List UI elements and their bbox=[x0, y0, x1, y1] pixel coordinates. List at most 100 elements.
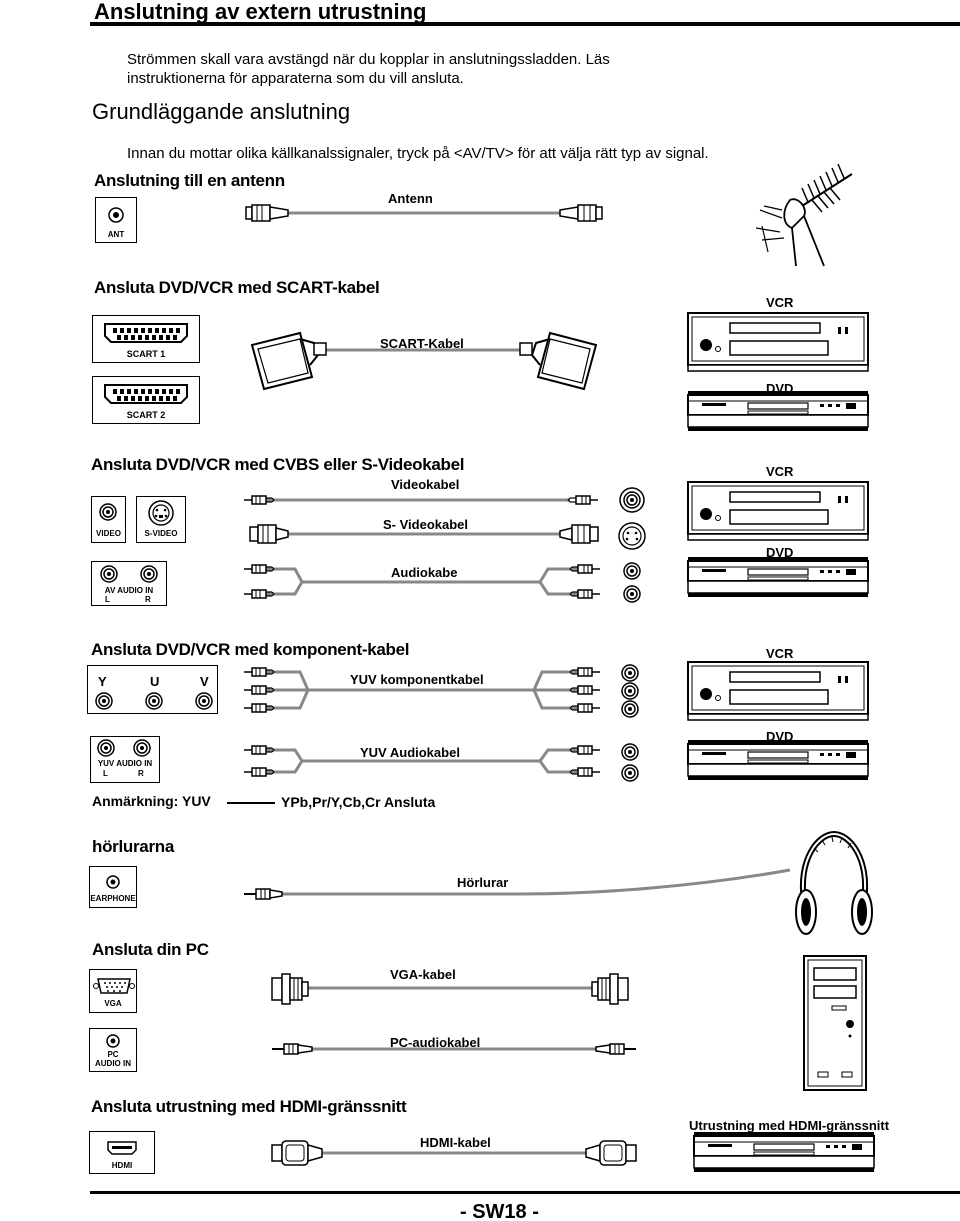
component-vcr-label: VCR bbox=[766, 646, 794, 661]
hdmi-plug-right-icon bbox=[585, 1140, 637, 1166]
scart-plug-left-icon bbox=[250, 331, 327, 391]
yuv-note-line bbox=[227, 802, 275, 804]
mini-plug-icon bbox=[272, 1043, 313, 1055]
device-jacks-icon bbox=[618, 487, 646, 603]
vga-port-panel: VGA bbox=[89, 969, 137, 1013]
intro-line-1: Strömmen skall vara avstängd när du kopp… bbox=[127, 51, 610, 68]
pc-audio-jack-icon bbox=[106, 1034, 120, 1048]
pc-audio-port-panel: PC AUDIO IN bbox=[89, 1028, 137, 1072]
pc-audio-label-2: AUDIO IN bbox=[95, 1059, 131, 1068]
cvbs-vcr-label: VCR bbox=[766, 464, 794, 479]
earphone-jack-icon bbox=[106, 875, 120, 889]
yuv-audio-r: R bbox=[138, 769, 144, 778]
pc-heading: Ansluta din PC bbox=[92, 940, 209, 959]
u-label: U bbox=[150, 674, 160, 689]
page-number: - SW18 - bbox=[460, 1201, 539, 1221]
scart1-port-panel: SCART 1 bbox=[92, 315, 200, 363]
headphones-heading: hörlurarna bbox=[92, 837, 175, 856]
hdmi-cable bbox=[271, 1140, 637, 1166]
antenna-cable-label: Antenn bbox=[388, 191, 433, 206]
svideo-plug-right-icon bbox=[559, 524, 599, 544]
earphone-port-panel: EARPHONE bbox=[89, 866, 137, 908]
hdmi-port-label: HDMI bbox=[111, 1161, 133, 1170]
antenna-icon bbox=[755, 163, 853, 267]
component-heading: Ansluta DVD/VCR med komponent-kabel bbox=[91, 640, 410, 659]
scart1-label: SCART 1 bbox=[126, 349, 166, 359]
cvbs-dvd-label: DVD bbox=[766, 545, 794, 560]
vcr-device-icon bbox=[687, 312, 869, 372]
av-audio-label: AV AUDIO IN bbox=[104, 586, 154, 595]
vcr-device-icon bbox=[687, 661, 869, 721]
vga-port-icon bbox=[93, 978, 135, 994]
svideo-cable-label: S- Videokabel bbox=[383, 517, 469, 532]
vga-plug-left-icon bbox=[271, 973, 309, 1005]
scart-cable-label: SCART-Kabel bbox=[380, 336, 464, 351]
intro-line-2: instruktionerna för apparaterna som du v… bbox=[127, 70, 464, 87]
footer-rule bbox=[90, 1191, 960, 1194]
hdmi-port-icon bbox=[107, 1141, 137, 1155]
video-cable-label: Videokabel bbox=[391, 477, 460, 492]
y-label: Y bbox=[98, 674, 107, 689]
vga-cable-label: VGA-kabel bbox=[390, 967, 456, 982]
audio-cable-label: Audiokabe bbox=[391, 565, 458, 580]
pc-audio-cable-label: PC-audiokabel bbox=[390, 1035, 481, 1050]
component-device-jacks-icon bbox=[621, 664, 639, 782]
scart-vcr-label: VCR bbox=[766, 295, 794, 310]
svideo-jack-icon bbox=[148, 500, 174, 526]
basic-note: Innan du mottar olika källkanalssignaler… bbox=[127, 145, 709, 162]
antenna-heading: Anslutning till en antenn bbox=[94, 171, 285, 190]
title-rule bbox=[90, 22, 960, 26]
mini-plug-icon bbox=[595, 1043, 636, 1055]
scart2-port-panel: SCART 2 bbox=[92, 376, 200, 424]
pc-audio-label-1: PC bbox=[107, 1050, 119, 1059]
yuv-note-value: YPb,Pr/Y,Cb,Cr Ansluta bbox=[281, 794, 436, 810]
headphones-cable-label: Hörlurar bbox=[457, 875, 509, 890]
hdmi-plug-left-icon bbox=[271, 1140, 323, 1166]
svideo-plug-left-icon bbox=[249, 524, 289, 544]
coax-port-icon bbox=[108, 207, 124, 223]
pc-tower-icon bbox=[803, 955, 867, 1091]
vga-plug-right-icon bbox=[591, 973, 629, 1005]
yuv-audio-label: YUV AUDIO IN bbox=[97, 759, 153, 768]
svideo-port-panel: S-VIDEO bbox=[136, 496, 186, 543]
yuv-audio-l: L bbox=[103, 769, 108, 778]
v-label: V bbox=[200, 674, 209, 689]
page-title: Anslutning av extern utrustning bbox=[94, 0, 427, 24]
coax-plug-left-icon bbox=[245, 204, 289, 222]
svideo-port-label: S-VIDEO bbox=[144, 529, 178, 538]
scart-cable bbox=[250, 331, 598, 391]
hdmi-device-label: Utrustning med HDMI-gränssnitt bbox=[689, 1118, 890, 1133]
yuv-port-panel: Y U V bbox=[87, 665, 218, 714]
av-audio-port-panel: AV AUDIO IN L R bbox=[91, 561, 167, 606]
video-port-panel: VIDEO bbox=[91, 496, 126, 543]
antenna-port-panel: ANT bbox=[95, 197, 137, 243]
pc-cables bbox=[271, 973, 636, 1055]
scart-heading: Ansluta DVD/VCR med SCART-kabel bbox=[94, 278, 380, 297]
vcr-device-icon bbox=[687, 481, 869, 541]
headphones-icon bbox=[795, 830, 873, 935]
av-audio-r: R bbox=[145, 595, 151, 604]
antenna-port-label: ANT bbox=[107, 230, 125, 239]
yuv-audio-port-panel: YUV AUDIO IN L R bbox=[90, 736, 160, 783]
mini-plug-icon bbox=[244, 888, 283, 900]
cvbs-cables bbox=[243, 495, 601, 599]
scart-socket-icon bbox=[104, 323, 188, 343]
dvd-device-icon bbox=[687, 390, 869, 432]
dvd-device-icon bbox=[687, 739, 869, 781]
scart2-label: SCART 2 bbox=[126, 410, 166, 420]
av-audio-l: L bbox=[105, 595, 110, 604]
dvd-device-icon bbox=[687, 556, 869, 598]
cvbs-heading: Ansluta DVD/VCR med CVBS eller S-Videoka… bbox=[91, 455, 465, 474]
video-port-label: VIDEO bbox=[96, 529, 121, 538]
scart-plug-right-icon bbox=[519, 331, 598, 391]
hdmi-device-icon bbox=[693, 1131, 875, 1173]
vga-port-label: VGA bbox=[104, 999, 122, 1008]
scart-socket-icon bbox=[104, 384, 188, 404]
yuv-cable-label: YUV komponentkabel bbox=[350, 672, 484, 687]
antenna-cable bbox=[245, 204, 603, 222]
section-subtitle: Grundläggande anslutning bbox=[92, 99, 351, 124]
hdmi-port-panel: HDMI bbox=[89, 1131, 155, 1174]
coax-plug-right-icon bbox=[559, 204, 603, 222]
yuv-audio-cable-label: YUV Audiokabel bbox=[360, 745, 460, 760]
headphone-cable bbox=[244, 868, 791, 900]
